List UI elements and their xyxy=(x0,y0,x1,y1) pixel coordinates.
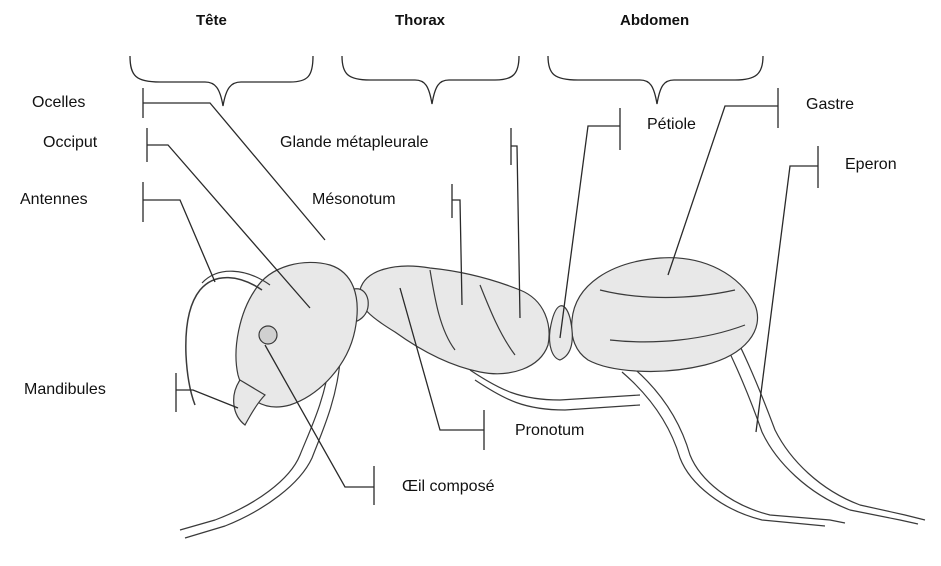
ant-compound-eye xyxy=(259,326,277,344)
label-antennes: Antennes xyxy=(20,191,88,209)
ant-mid-leg xyxy=(630,365,845,523)
ant-thorax xyxy=(359,266,549,374)
ant-head xyxy=(236,262,357,407)
leader-antennes xyxy=(143,182,215,282)
leader-eperon xyxy=(756,146,818,432)
label-pronotum: Pronotum xyxy=(515,422,584,440)
label-mesonotum: Mésonotum xyxy=(312,191,396,209)
label-petiole: Pétiole xyxy=(647,116,696,134)
brace-thorax xyxy=(342,56,519,104)
label-eperon: Eperon xyxy=(845,156,897,174)
ant-illustration xyxy=(180,258,925,538)
brace-head xyxy=(130,56,313,106)
label-gastre: Gastre xyxy=(806,96,854,114)
label-mandibules: Mandibules xyxy=(24,381,106,399)
label-occiput: Occiput xyxy=(43,134,97,152)
label-glande-metapleurale: Glande métapleurale xyxy=(280,134,429,152)
brace-abdomen xyxy=(548,56,763,104)
label-oeil-compose: Œil composé xyxy=(402,478,494,496)
leader-mandibules xyxy=(176,373,238,412)
section-braces xyxy=(130,56,763,106)
label-ocelles: Ocelles xyxy=(32,94,85,112)
ant-gaster xyxy=(572,258,758,372)
leader-ocelles xyxy=(143,88,325,240)
